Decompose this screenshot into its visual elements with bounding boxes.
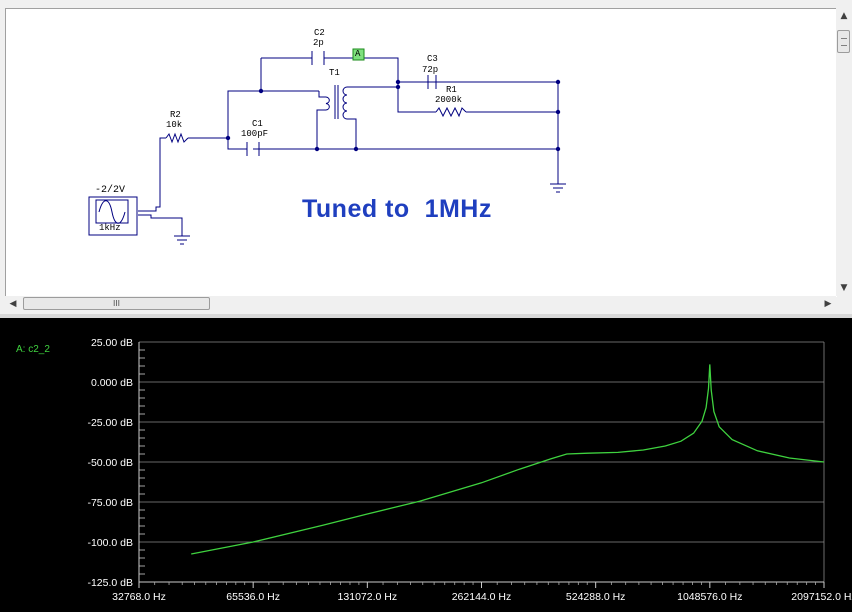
y-tick-label: -50.00 dB: [87, 457, 133, 469]
c1-name-label: C1: [252, 119, 263, 129]
wire-t1-primary-bottom: [316, 109, 326, 149]
c3-name-label: C3: [427, 54, 438, 64]
scroll-thumb-grip: III: [112, 299, 121, 308]
r2-value-label: 10k: [166, 120, 183, 130]
vertical-scrollbar[interactable]: ▲ ▼: [836, 8, 852, 296]
y-tick-label: 25.00 dB: [91, 337, 133, 349]
c3-capacitor[interactable]: [427, 75, 437, 89]
x-tick-label: 131072.0 Hz: [338, 591, 398, 603]
probe-label[interactable]: A: [355, 49, 361, 59]
wire-node-c1: [227, 138, 241, 150]
schematic-canvas[interactable]: -2/2V 1kHz R2 10k C2 2p A T1 C1 100pF C3…: [5, 8, 837, 297]
trace-line: [191, 364, 825, 555]
x-tick-label: 65536.0 Hz: [226, 591, 280, 603]
wire-node-up: [227, 90, 261, 138]
wire-c2-right: [324, 57, 399, 87]
pane-splitter[interactable]: [0, 314, 852, 318]
r1-name-label: R1: [446, 85, 457, 95]
schematic-diagram: [88, 48, 566, 245]
y-tick-label: -75.00 dB: [87, 497, 133, 509]
wire-source-r2: [138, 137, 166, 212]
c2-name-label: C2: [314, 28, 325, 38]
r2-resistor[interactable]: [165, 132, 189, 144]
x-tick-label: 2097152.0 Hz: [791, 591, 852, 603]
c1-capacitor[interactable]: [241, 142, 260, 156]
r1-value-label: 2000k: [435, 95, 463, 105]
scroll-down-arrow[interactable]: ▼: [840, 283, 848, 293]
x-tick-label: 1048576.0 Hz: [677, 591, 742, 603]
scroll-right-arrow[interactable]: ▶: [824, 299, 832, 309]
circuit-title: Tuned to 1MHz: [302, 195, 492, 223]
c3-value-label: 72p: [422, 65, 439, 75]
ground-symbol-right: [550, 183, 566, 193]
vertical-scroll-thumb[interactable]: [837, 30, 850, 53]
schematic-pane: -2/2V 1kHz R2 10k C2 2p A T1 C1 100pF C3…: [0, 0, 852, 314]
wire-c2-loop-left: [260, 58, 319, 92]
probe-marker-box[interactable]: [352, 48, 365, 61]
horizontal-scroll-thumb[interactable]: III: [23, 297, 210, 310]
trace-legend-label: A: c2_2: [16, 344, 50, 355]
x-tick-label: 524288.0 Hz: [566, 591, 626, 603]
c2-capacitor[interactable]: [311, 51, 325, 65]
plot-pane[interactable]: 25.00 dB 0.000 dB -25.00 dB -50.00 dB -75.00…: [0, 318, 852, 612]
frequency-response-plot: 25.00 dB 0.000 dB -25.00 dB -50.00 dB -75.00…: [87, 337, 852, 603]
wire-t1-secondary-bottom: [347, 118, 357, 149]
y-tick-label: 0.000 dB: [91, 377, 133, 389]
r2-name-label: R2: [170, 110, 181, 120]
voltage-source[interactable]: [88, 196, 138, 236]
source-amplitude-label: -2/2V: [95, 185, 126, 196]
x-tick-label: 262144.0 Hz: [452, 591, 512, 603]
y-tick-label: -25.00 dB: [87, 417, 133, 429]
t1-name-label: T1: [329, 68, 340, 78]
c2-value-label: 2p: [313, 38, 324, 48]
c1-value-label: 100pF: [241, 129, 269, 139]
ground-symbol-left: [174, 235, 190, 245]
y-tick-label: -125.0 dB: [87, 577, 133, 589]
source-frequency-label: 1kHz: [99, 223, 121, 233]
y-tick-label: -100.0 dB: [87, 537, 133, 549]
scroll-up-arrow[interactable]: ▲: [840, 11, 848, 21]
t1-transformer[interactable]: [325, 85, 361, 120]
r1-resistor[interactable]: [435, 106, 467, 118]
x-tick-label: 32768.0 Hz: [112, 591, 166, 603]
wire-to-r1: [397, 87, 436, 113]
horizontal-scrollbar[interactable]: ◀ III ▶: [5, 296, 836, 312]
scroll-left-arrow[interactable]: ◀: [9, 299, 17, 309]
wire-source-ground: [138, 214, 183, 236]
wire-t1-primary-top: [318, 91, 326, 98]
